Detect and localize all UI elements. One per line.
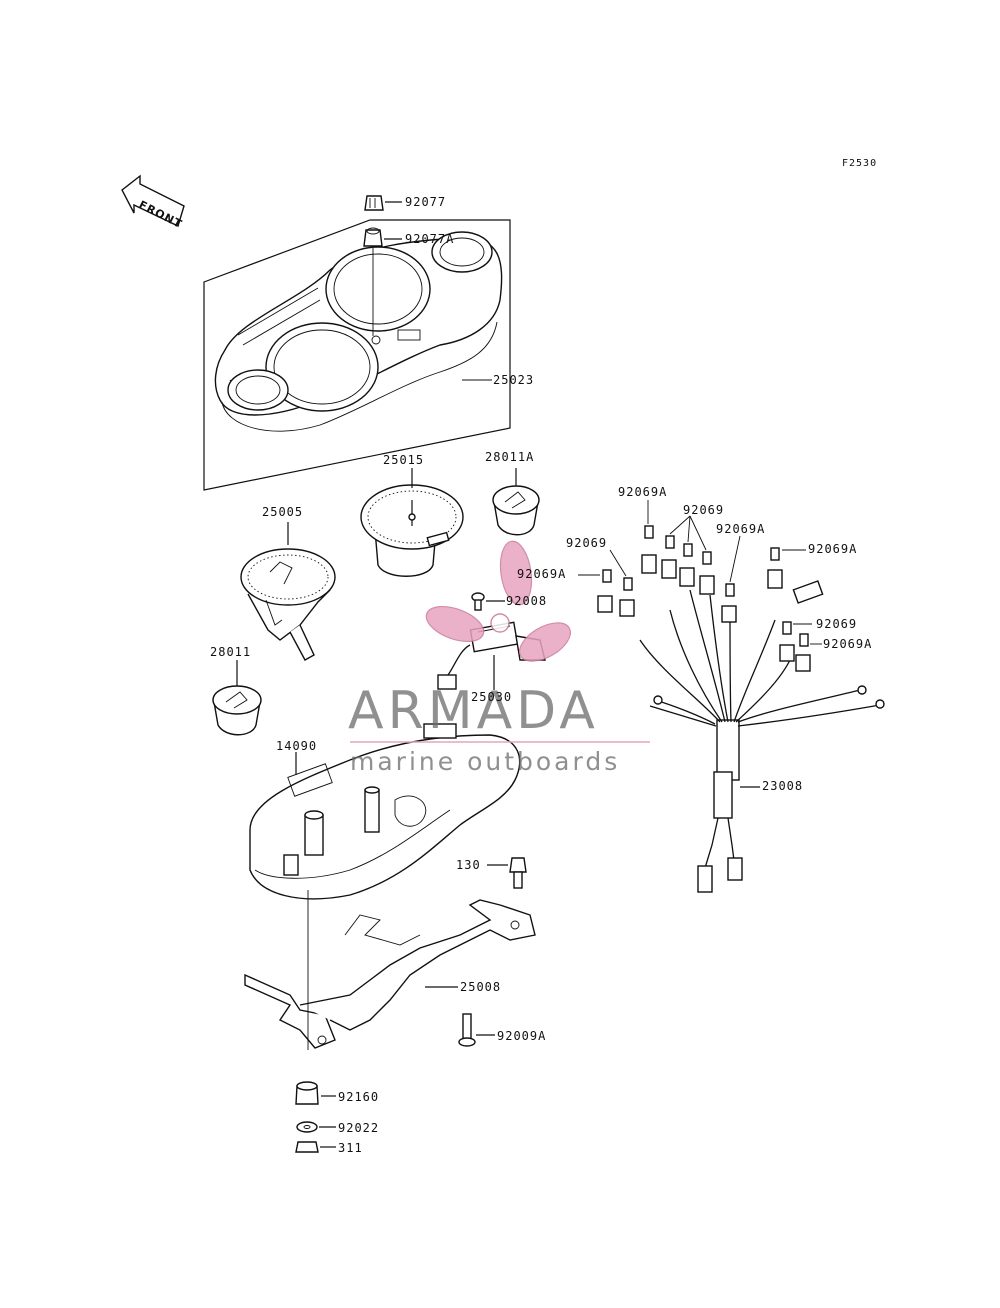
callout-92069-left: 92069 — [566, 536, 607, 550]
watermark-brand: ARMADA — [348, 681, 599, 741]
bracket-25008 — [244, 890, 536, 1050]
callout-92069A-right: 92069A — [808, 542, 857, 556]
callout-92069A-top: 92069A — [618, 485, 667, 499]
callout-14090: 14090 — [276, 739, 317, 753]
propeller-logo-icon — [425, 540, 571, 662]
callout-92077: 92077 — [405, 195, 446, 209]
callout-92022: 92022 — [338, 1121, 379, 1135]
front-arrow-icon: FRONT — [121, 174, 185, 231]
meter-cover-25023 — [214, 231, 503, 432]
spacer-92160 — [295, 1081, 336, 1105]
callout-28011A: 28011A — [485, 450, 534, 464]
callout-25030: 25030 — [471, 690, 512, 704]
watermark-tagline: marine outboards — [350, 747, 620, 776]
callout-28011: 28011 — [210, 645, 251, 659]
assembly-frame — [203, 219, 511, 491]
meter-case-14090 — [249, 723, 521, 900]
callout-23008: 23008 — [762, 779, 803, 793]
callout-92008: 92008 — [506, 594, 547, 608]
callout-92069-top: 92069 — [683, 503, 724, 517]
callout-92077A: 92077A — [405, 232, 454, 246]
bolt-130 — [487, 857, 527, 889]
gauge-housing-28011A — [492, 468, 540, 536]
cap-92077 — [364, 195, 402, 211]
tachometer-25015 — [360, 468, 464, 577]
callout-92009A: 92009A — [497, 1029, 546, 1043]
speedometer-25005 — [240, 522, 336, 661]
screw-92008 — [471, 592, 505, 611]
callout-92160: 92160 — [338, 1090, 379, 1104]
wiring-harness-23008 — [578, 500, 885, 893]
watermark: ARMADA marine outboards — [348, 540, 650, 776]
gauge-housing-28011 — [212, 660, 262, 736]
callout-130: 130 — [456, 858, 481, 872]
callout-25005: 25005 — [262, 505, 303, 519]
callout-311: 311 — [338, 1141, 363, 1155]
bolt-92009A — [458, 1013, 495, 1047]
nut-311 — [295, 1141, 336, 1153]
callout-92069-right: 92069 — [816, 617, 857, 631]
callout-92069A-left: 92069A — [517, 567, 566, 581]
callout-25008: 25008 — [460, 980, 501, 994]
figure-code: F2530 — [842, 158, 877, 169]
callout-25023: 25023 — [493, 373, 534, 387]
cap-92077A — [363, 227, 402, 336]
callout-92069A-mid: 92069A — [716, 522, 765, 536]
callout-25015: 25015 — [383, 453, 424, 467]
washer-92022 — [296, 1121, 336, 1133]
callout-92069A-bottom: 92069A — [823, 637, 872, 651]
